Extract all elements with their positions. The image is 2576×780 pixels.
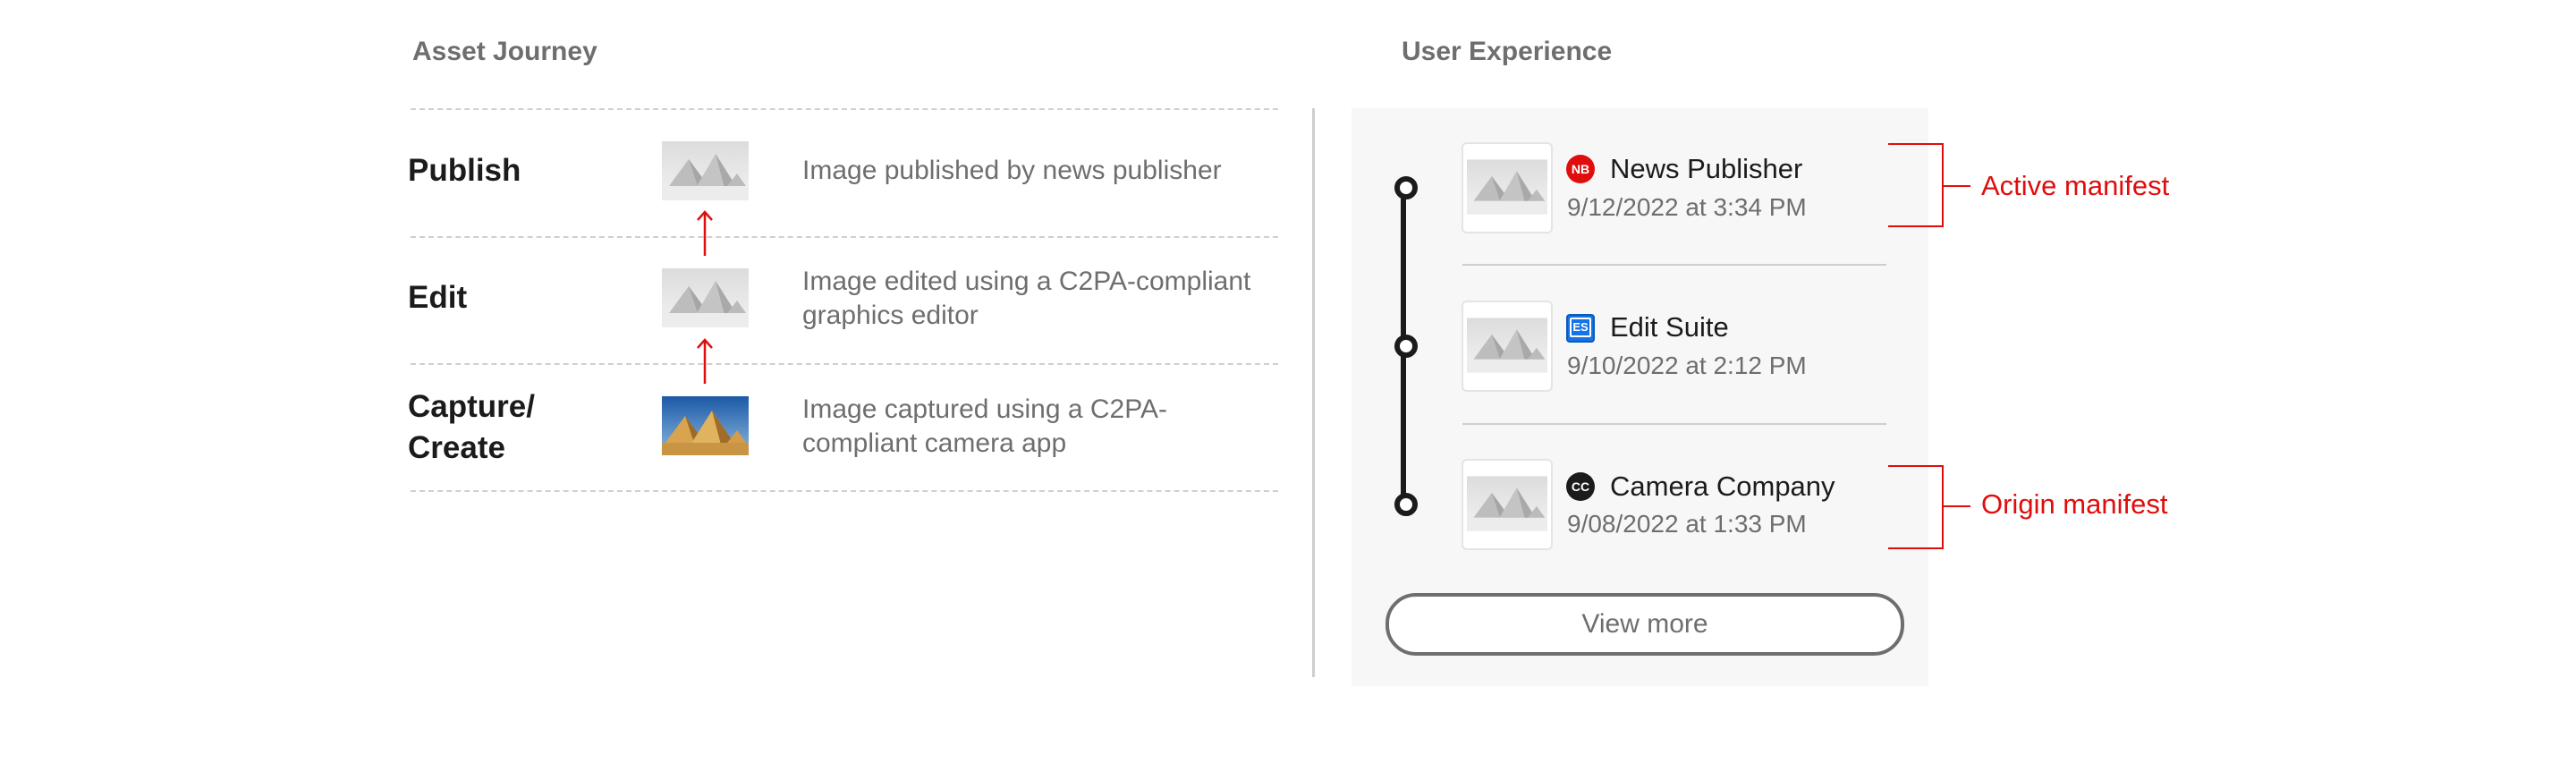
publish-thumbnail xyxy=(662,141,749,200)
manifest-thumbnail[interactable] xyxy=(1462,301,1553,392)
active-manifest-bracket xyxy=(1888,143,1944,227)
manifest-thumbnail[interactable] xyxy=(1462,142,1553,233)
entry-divider xyxy=(1462,264,1886,266)
stage-desc-publish: Image published by news publisher xyxy=(802,156,1222,185)
manifest-name: News Publisher xyxy=(1610,153,1803,184)
stage-label-publish: Publish xyxy=(408,153,521,188)
manifest-thumbnail[interactable] xyxy=(1462,459,1553,550)
timeline-node xyxy=(1394,335,1418,358)
entry-divider xyxy=(1462,423,1886,425)
row-divider xyxy=(411,490,1278,492)
bracket-tick xyxy=(1944,185,1970,187)
manifest-name: Camera Company xyxy=(1610,471,1835,502)
column-separator xyxy=(1312,108,1315,677)
stage-desc-capture: Image captured using a C2PA-compliant ca… xyxy=(802,394,1168,458)
asset-journey-title: Asset Journey xyxy=(412,37,597,66)
edit-thumbnail xyxy=(662,268,749,327)
stage-desc-edit: Image edited using a C2PA-compliant grap… xyxy=(802,267,1251,330)
row-divider xyxy=(411,363,1278,365)
bracket-tick xyxy=(1944,505,1970,507)
row-divider xyxy=(411,236,1278,238)
news-publisher-logo-icon: NB xyxy=(1566,155,1595,183)
capture-thumbnail xyxy=(662,396,749,455)
origin-manifest-label: Origin manifest xyxy=(1981,488,2168,520)
camera-company-logo-icon: CC xyxy=(1566,472,1595,501)
row-divider xyxy=(411,108,1278,110)
timeline-node xyxy=(1394,493,1418,516)
stage-label-capture: Capture/ Create xyxy=(408,389,535,465)
manifest-date: 9/10/2022 at 2:12 PM xyxy=(1567,352,1807,379)
view-more-button[interactable]: View more xyxy=(1385,593,1904,656)
manifest-date: 9/12/2022 at 3:34 PM xyxy=(1567,193,1807,221)
user-experience-title: User Experience xyxy=(1402,37,1613,66)
active-manifest-label: Active manifest xyxy=(1981,170,2170,201)
origin-manifest-bracket xyxy=(1888,465,1944,549)
edit-suite-logo-icon: ES xyxy=(1566,314,1595,343)
timeline-node xyxy=(1394,176,1418,199)
manifest-panel xyxy=(1352,108,1928,686)
manifest-date: 9/08/2022 at 1:33 PM xyxy=(1567,510,1807,538)
arrow-up-icon xyxy=(697,210,713,256)
arrow-up-icon xyxy=(697,338,713,384)
manifest-name: Edit Suite xyxy=(1610,311,1729,343)
stage-label-edit: Edit xyxy=(408,280,468,315)
